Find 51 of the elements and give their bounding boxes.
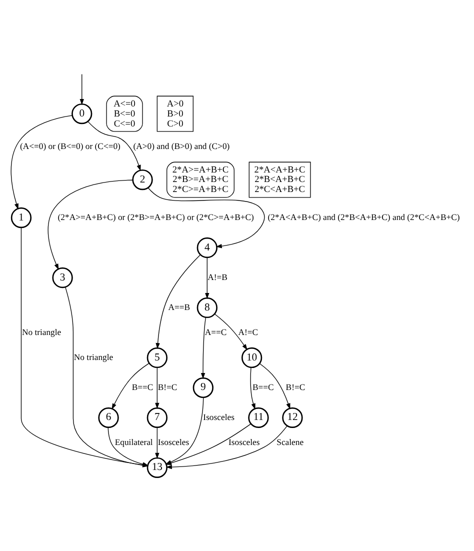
node-circle: 1 <box>10 207 32 228</box>
node-box: 2*A>=A+B+C 2*B>=A+B+C 2*C>=A+B+C <box>166 162 234 198</box>
arrow <box>112 363 150 410</box>
arrow <box>250 367 256 410</box>
arrow <box>200 317 206 380</box>
arrow <box>156 254 201 350</box>
edge-label: No triangle <box>22 326 62 337</box>
arrow <box>10 115 73 210</box>
arrow <box>80 74 84 106</box>
arrow <box>88 121 141 172</box>
node-circle: 0 <box>72 103 92 124</box>
edge-label: Isosceles <box>203 412 234 422</box>
edge-label: A==C <box>204 326 227 337</box>
edge-label: Scalene <box>276 436 304 447</box>
arrow <box>48 180 134 270</box>
arrow <box>259 363 290 410</box>
arrow <box>214 314 248 350</box>
arrow <box>148 188 265 248</box>
node-circle: 3 <box>52 267 73 288</box>
node-circle: 4 <box>196 237 218 258</box>
edge-label: B==C <box>132 382 154 392</box>
node-circle: 5 <box>146 347 168 368</box>
edge-label: No triangle <box>74 352 114 362</box>
arrow <box>155 427 160 459</box>
node-box: A<=0 B<=0 C<=0 <box>106 96 143 132</box>
edge-label: A!=B <box>208 272 228 282</box>
node-circle: 10 <box>241 347 262 368</box>
node-circle: 2 <box>132 169 153 190</box>
edge-label: Isosceles <box>158 436 190 447</box>
edge-label: B==C <box>252 382 274 392</box>
node-circle: 7 <box>146 407 168 428</box>
node-circle: 8 <box>196 297 218 318</box>
node-box: A>0 B>0 C>0 <box>156 96 194 132</box>
node-box: 2*A<A+B+C 2*B<A+B+C 2*C<A+B+C <box>248 162 311 198</box>
edge-label: A==B <box>168 302 190 312</box>
edge-label: B!=C <box>286 382 306 392</box>
node-circle: 6 <box>98 407 119 428</box>
node-circle: 11 <box>248 407 269 428</box>
edge-label: Equilateral <box>114 436 153 447</box>
node-circle: 12 <box>282 407 303 428</box>
edge-label: A!=C <box>238 326 258 337</box>
edge-label: B!=C <box>158 382 178 392</box>
arrow <box>155 367 160 409</box>
edge-label: (2*A>=A+B+C) or (2*B>=A+B+C) or (2*C>=A+B+C) <box>58 212 254 222</box>
edge-label: (2*A<A+B+C) and (2*B<A+B+C) and (2*C<A+B+C) <box>268 212 460 222</box>
edge-label: Isosceles <box>228 436 260 447</box>
node-circle: 13 <box>146 457 168 478</box>
node-circle: 9 <box>192 377 214 398</box>
arrow <box>205 257 210 299</box>
edge-label: (A>0) and (B>0) and (C>0) <box>133 141 230 152</box>
edge-label: (A<=0) or (B<=0) or (C<=0) <box>20 141 120 152</box>
